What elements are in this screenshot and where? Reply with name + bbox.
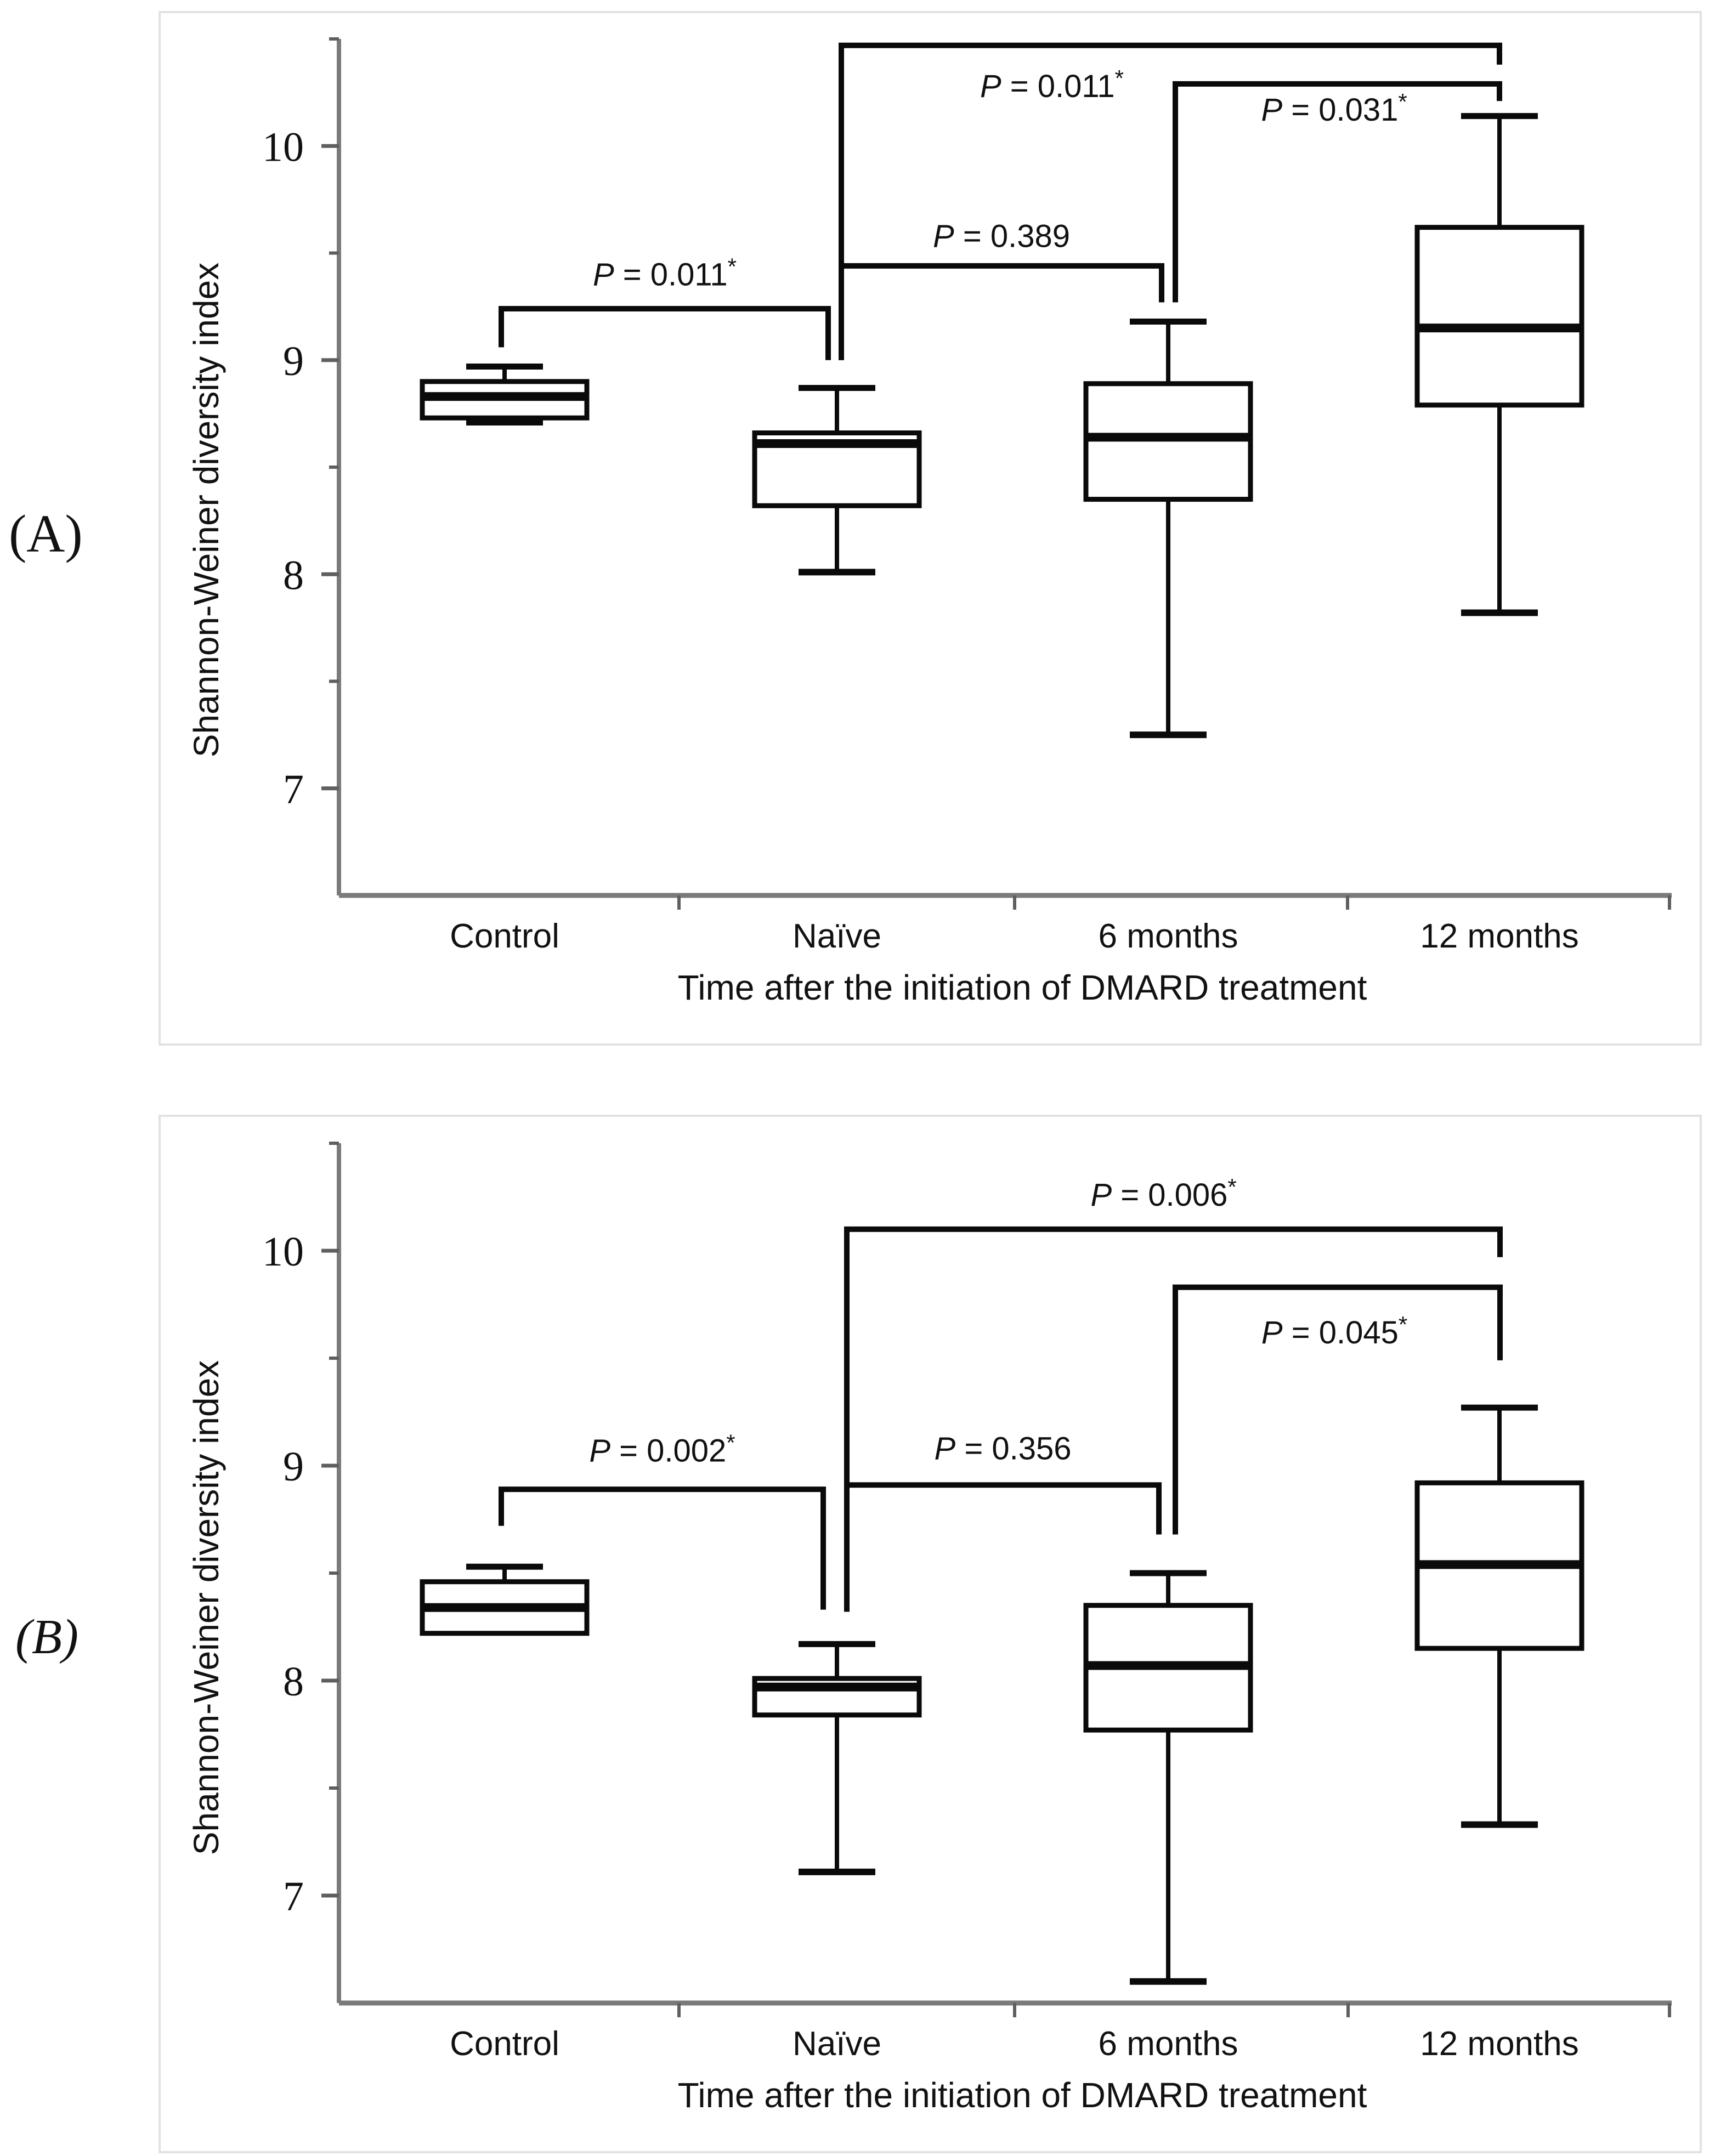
p-value-label: P = 0.002* — [589, 1430, 735, 1469]
comparison-bracket — [1173, 1284, 1503, 1535]
y-tick-label: 7 — [283, 1874, 304, 1920]
box-6 months — [1083, 1570, 1253, 1985]
box-12 months — [1414, 113, 1584, 616]
x-category-label: Control — [450, 2025, 559, 2063]
x-axis-title: Time after the initiation of DMARD treat… — [678, 968, 1367, 1007]
p-value-label: P = 0.011* — [980, 65, 1124, 104]
p-value-label: P = 0.031* — [1261, 89, 1407, 128]
y-axis-title: Shannon-Weiner diversity index — [186, 1360, 226, 1855]
panel-border — [159, 1115, 1702, 2153]
p-value-label: P = 0.011* — [593, 254, 737, 293]
comparison-bracket — [844, 1482, 1162, 1612]
x-category-label: 6 months — [1098, 917, 1238, 955]
p-value-label: P = 0.006* — [1090, 1174, 1236, 1213]
box-12 months — [1414, 1404, 1584, 1828]
y-tick-label: 7 — [283, 767, 304, 813]
panel-a-label: (A) — [9, 504, 83, 563]
y-tick-label: 9 — [283, 338, 304, 384]
iqr-box — [1414, 225, 1584, 408]
panel-border — [159, 11, 1702, 1046]
x-category-label: Control — [450, 917, 559, 955]
box-6 months — [1083, 318, 1253, 739]
x-category-label: 6 months — [1098, 2025, 1238, 2063]
y-tick-label: 10 — [262, 1229, 304, 1275]
comparison-bracket — [499, 306, 831, 360]
box-Control — [420, 1563, 590, 1636]
box-Control — [420, 363, 590, 425]
box-Naïve — [752, 385, 922, 576]
x-axis-title: Time after the initiation of DMARD treat… — [678, 2075, 1367, 2115]
panel-b-label: (B) — [15, 1610, 78, 1664]
panel-B: 7 8 9 10 P = 0.002* P = 0.356 P = 0.006* P = 0.… — [159, 1115, 1702, 2153]
box-Naïve — [752, 1641, 922, 1875]
y-axis-title: Shannon-Weiner diversity index — [186, 263, 226, 757]
comparison-bracket — [839, 42, 1502, 360]
p-value-label: P = 0.389 — [933, 218, 1070, 254]
p-value-label: P = 0.045* — [1261, 1312, 1407, 1351]
comparison-bracket — [844, 1226, 1503, 1612]
p-value-label: P = 0.356 — [935, 1431, 1072, 1467]
panel-A: 7 8 9 10 P = 0.011* P = 0.389 P = 0.011* P = 0.… — [159, 11, 1702, 1046]
y-tick-label: 8 — [283, 1659, 304, 1705]
y-tick-label: 9 — [283, 1444, 304, 1490]
comparison-bracket — [1173, 81, 1502, 303]
x-category-label: Naïve — [793, 917, 881, 955]
comparison-bracket — [499, 1486, 826, 1610]
comparison-bracket — [839, 263, 1164, 360]
y-tick-label: 8 — [283, 552, 304, 598]
x-category-label: Naïve — [793, 2025, 881, 2063]
x-category-label: 12 months — [1420, 2025, 1579, 2063]
x-category-label: 12 months — [1420, 917, 1579, 955]
y-tick-label: 10 — [262, 124, 304, 170]
